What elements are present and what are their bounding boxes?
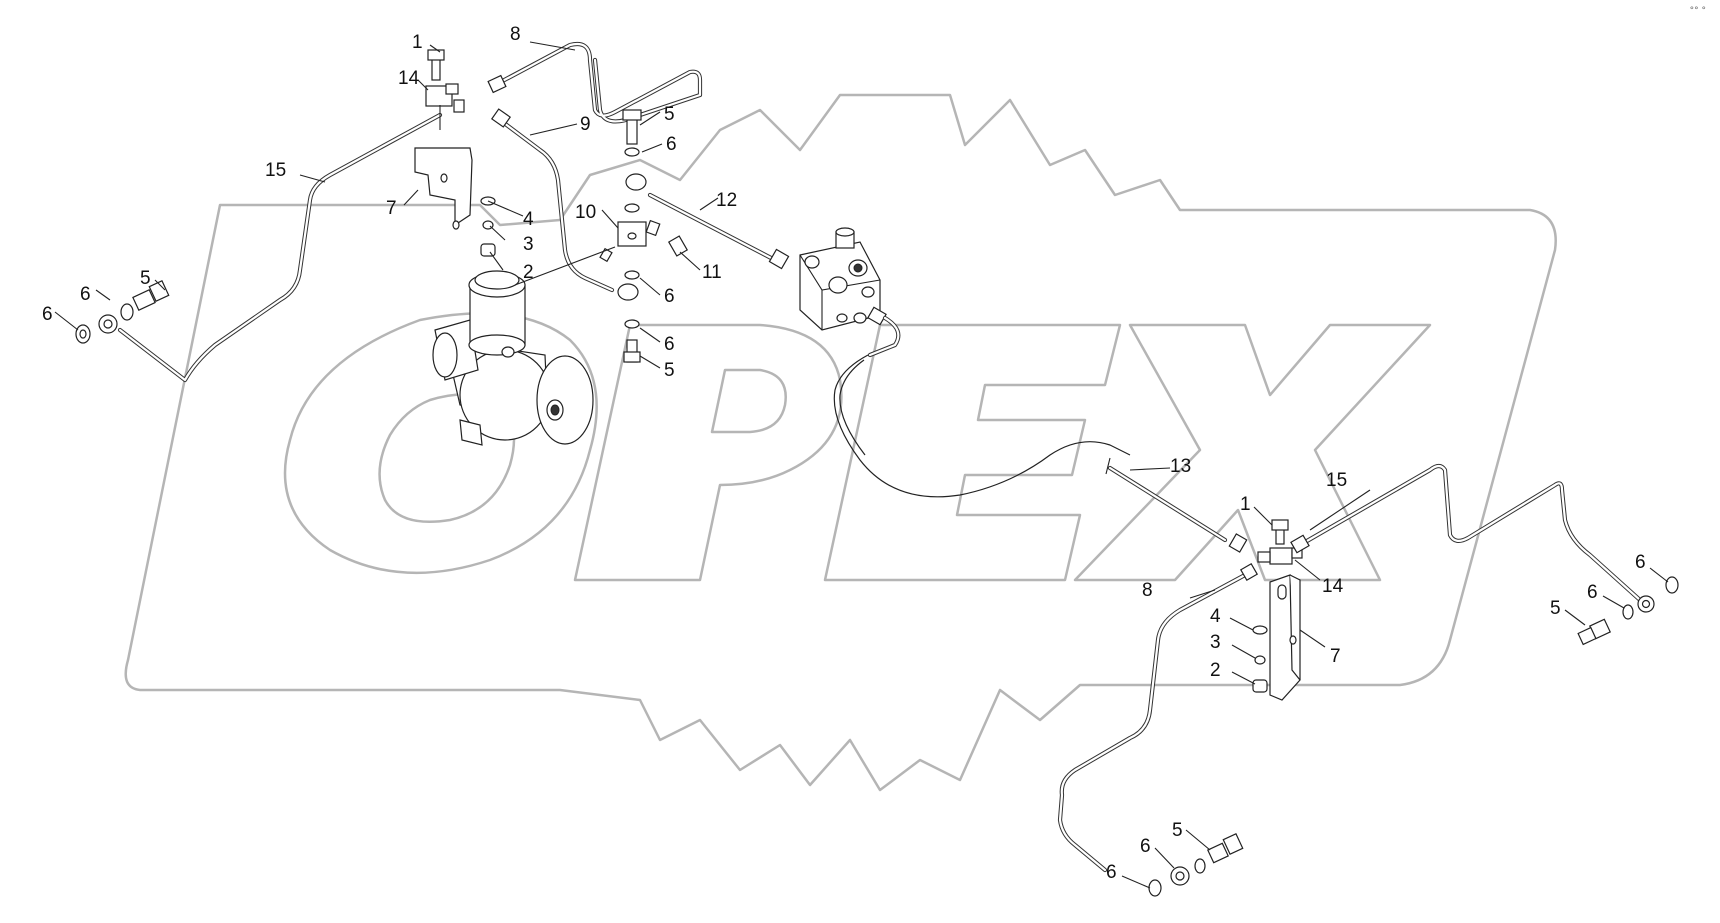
callout-6-block-mid: 6 — [664, 286, 675, 307]
line-8-bottom — [1057, 562, 1259, 886]
callout-3-right: 3 — [1210, 632, 1221, 653]
callout-6-bottom-wheel-b: 6 — [1106, 862, 1117, 883]
callout-12: 12 — [716, 190, 737, 211]
callout-14-right: 14 — [1322, 576, 1344, 597]
callout-1-left: 1 — [412, 32, 423, 53]
callout-10: 10 — [575, 202, 596, 223]
callout-2-right: 2 — [1210, 660, 1221, 681]
callout-7-left: 7 — [386, 198, 397, 219]
callout-7-right: 7 — [1330, 646, 1341, 667]
callout-5-right-wheel: 5 — [1550, 598, 1561, 619]
line-8-top — [487, 41, 703, 124]
hose-13 — [833, 315, 1248, 553]
callout-15-left: 15 — [265, 160, 286, 181]
callout-9: 9 — [580, 114, 591, 135]
right-mounting-bracket — [1269, 574, 1301, 701]
left-mounting-bracket — [414, 147, 473, 230]
callout-3-left: 3 — [523, 234, 534, 255]
brake-booster — [432, 246, 616, 446]
corner-mark: °° ° — [1689, 6, 1706, 16]
callout-6-right-wheel-a: 6 — [1635, 552, 1646, 573]
gear-watermark — [124, 93, 1557, 792]
callout-1-right: 1 — [1240, 494, 1251, 515]
callout-14-left: 14 — [398, 68, 420, 89]
right-wheel-fittings — [1577, 576, 1679, 646]
right-nut-stack — [1252, 625, 1268, 693]
callout-6-block-top: 6 — [666, 134, 677, 155]
callout-5-block-top: 5 — [664, 104, 675, 125]
valve-block — [799, 227, 887, 331]
leader-lines — [54, 41, 1669, 889]
opex-watermark-text — [283, 312, 1432, 582]
distribution-block — [599, 109, 689, 363]
right-brake-line — [1290, 463, 1655, 613]
bottom-wheel-fittings — [1148, 832, 1244, 897]
callout-8-bottom: 8 — [1142, 580, 1153, 601]
callout-labels: 1 14 8 9 15 7 4 3 2 5 6 6 5 6 12 10 11 6… — [42, 24, 1646, 883]
callout-6-right-wheel-b: 6 — [1587, 582, 1598, 603]
line-12 — [625, 173, 790, 270]
callout-5-block-bottom: 5 — [664, 360, 675, 381]
callout-6-left-wheel-b: 6 — [42, 304, 53, 325]
callout-8-top: 8 — [510, 24, 521, 45]
callout-11: 11 — [702, 262, 722, 283]
callout-4-right: 4 — [1210, 606, 1221, 627]
left-nut-stack — [480, 196, 496, 257]
line-9 — [490, 108, 639, 301]
callout-15-right: 15 — [1326, 470, 1347, 491]
callout-6-bottom-wheel-a: 6 — [1140, 836, 1151, 857]
callout-6-block-low: 6 — [664, 334, 675, 355]
left-wheel-fittings — [75, 279, 170, 344]
callout-13: 13 — [1170, 456, 1191, 477]
callout-5-bottom-wheel: 5 — [1172, 820, 1183, 841]
callout-6-left-wheel-a: 6 — [80, 284, 91, 305]
callout-4-left: 4 — [523, 209, 534, 230]
left-brake-line — [98, 112, 443, 383]
callout-5-left-wheel: 5 — [140, 268, 151, 289]
callout-2-left: 2 — [523, 262, 534, 283]
left-tee-block — [425, 49, 465, 130]
